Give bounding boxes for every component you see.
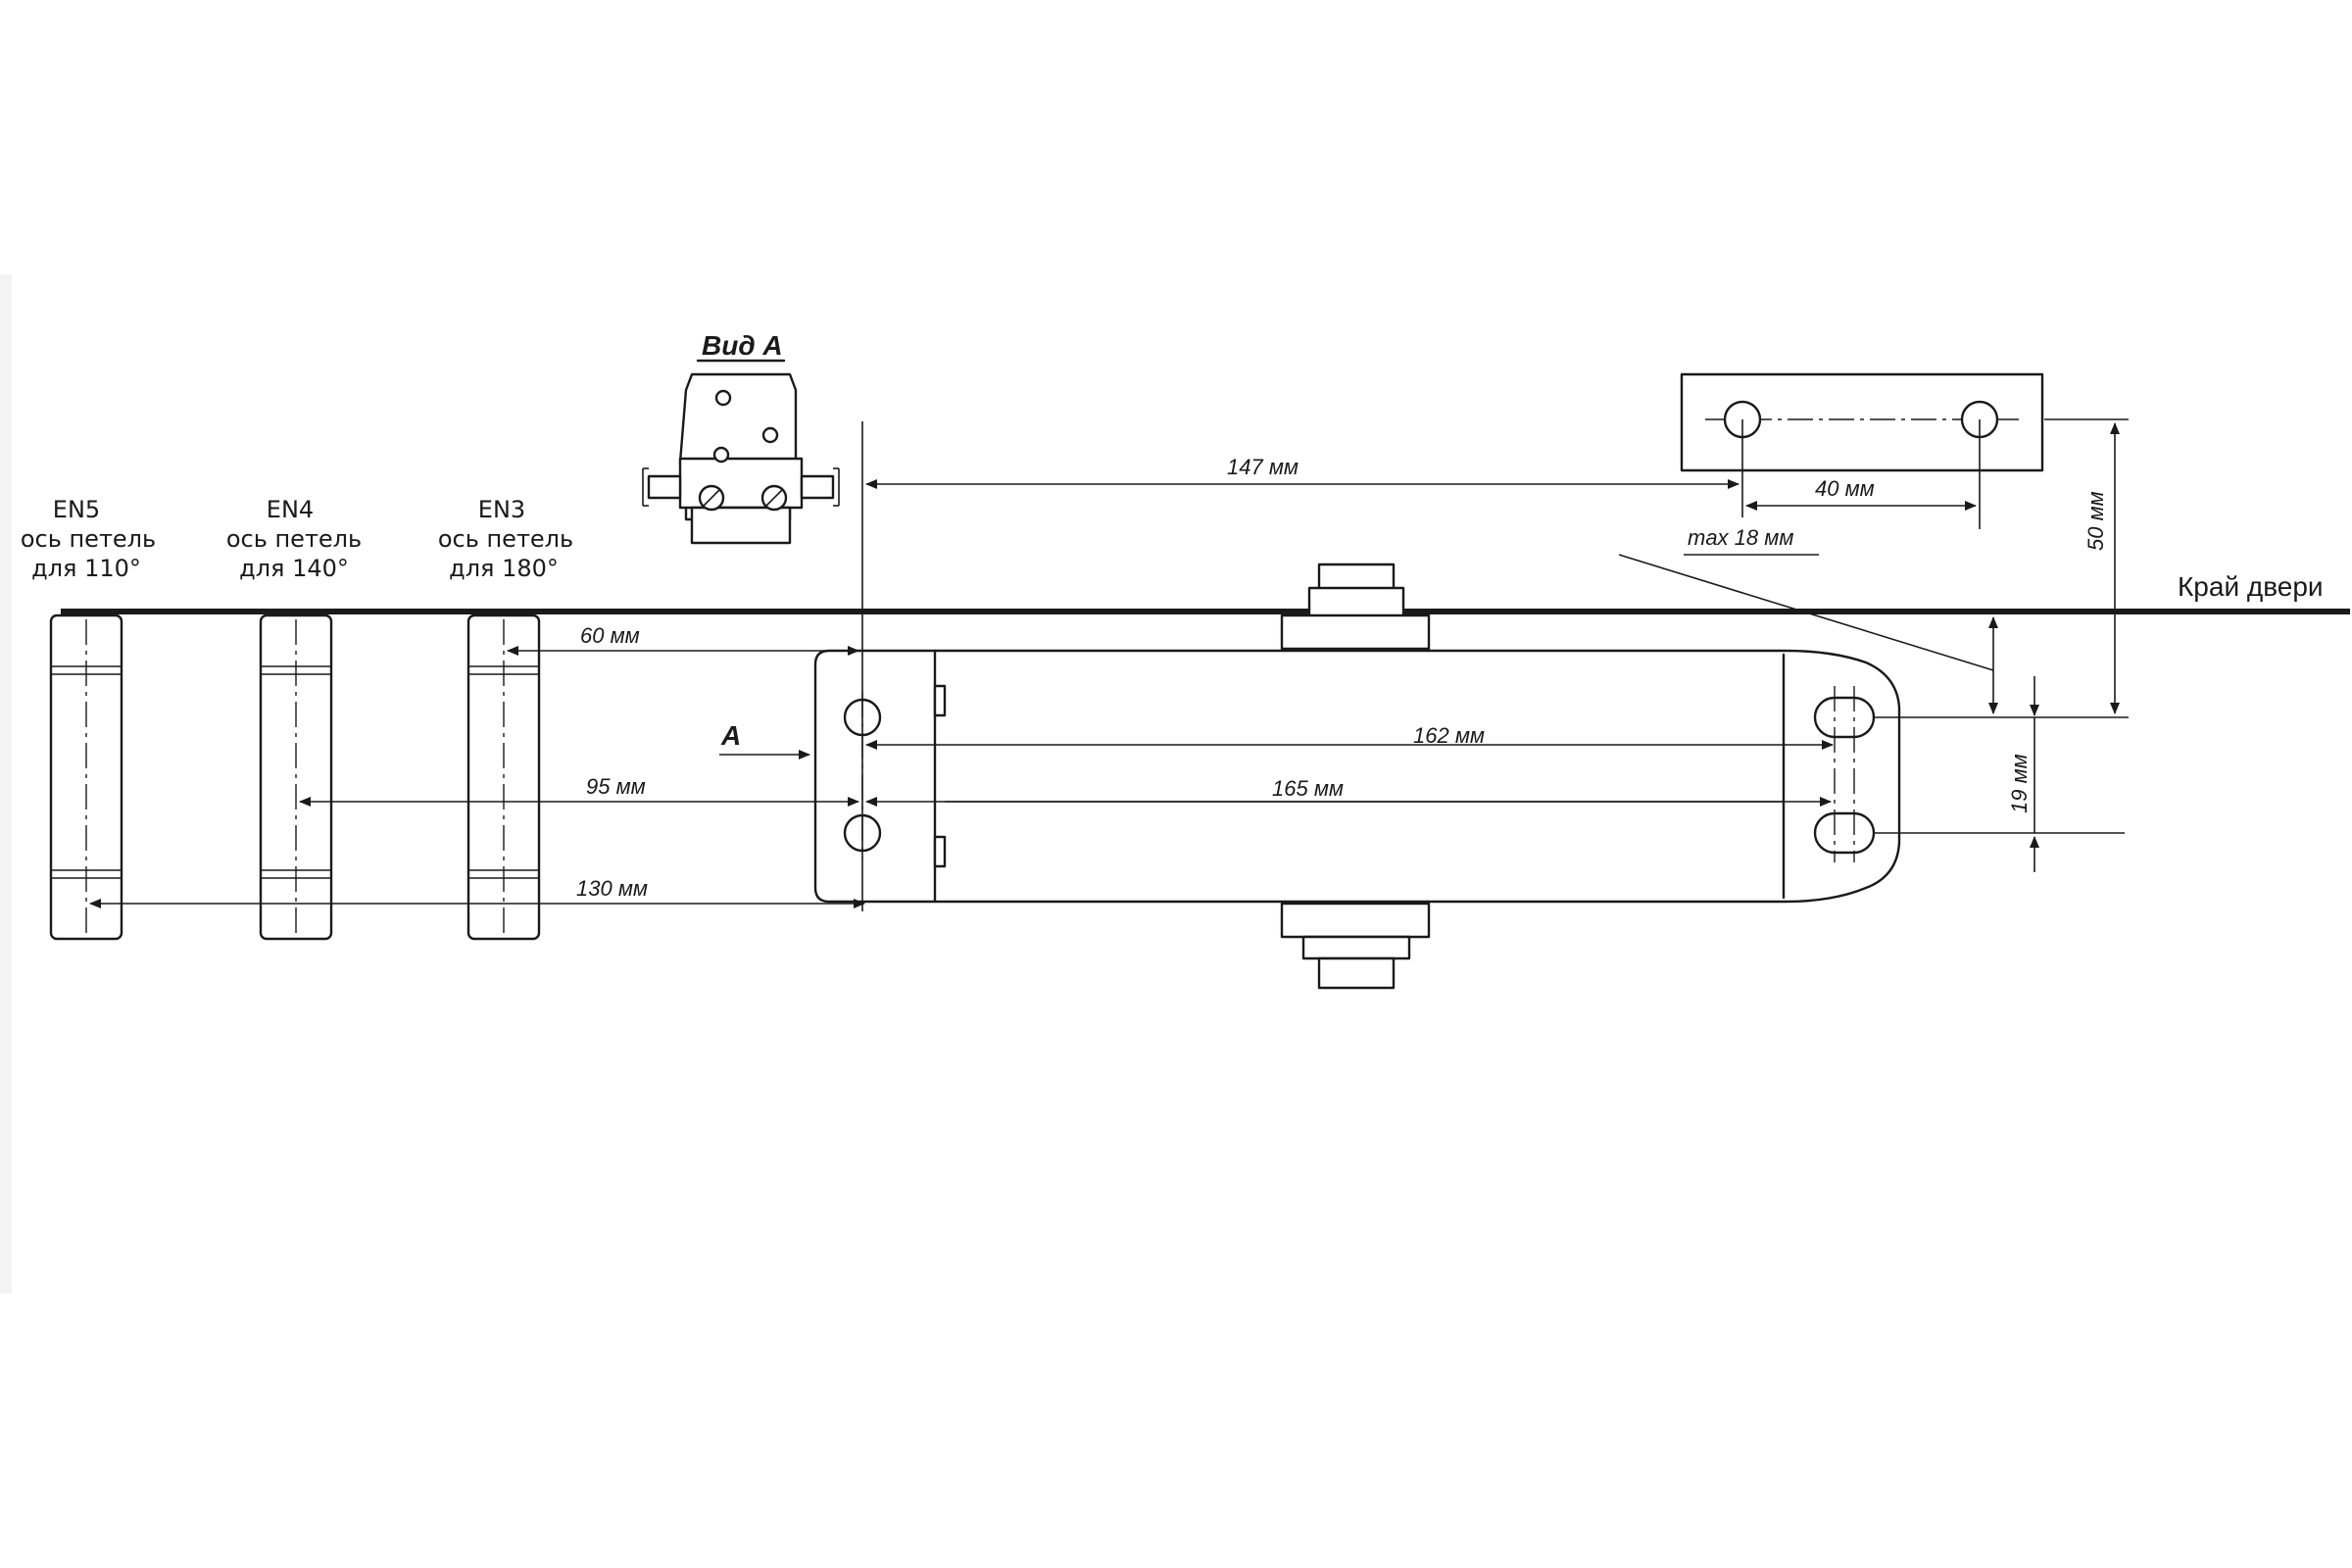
dim-130-label: 130 мм bbox=[576, 876, 648, 901]
hinge-en4-angle-label: для 140° bbox=[239, 555, 349, 582]
hinge-en3-angle-label: для 180° bbox=[449, 555, 559, 582]
hinge-en5-angle-label: для 110° bbox=[31, 555, 141, 582]
dim-50-label: 50 мм bbox=[2083, 491, 2108, 551]
hinge-en3: EN3 ось петель для 180° bbox=[438, 496, 573, 941]
hinge-en5-model: EN5 bbox=[53, 496, 100, 523]
view-a-end-view: Вид А bbox=[642, 330, 840, 545]
door-edge-label: Край двери bbox=[2178, 571, 2324, 602]
closer-housing bbox=[813, 649, 1901, 904]
dim-max18-label: max 18 мм bbox=[1688, 525, 1793, 550]
hinge-en4-model: EN4 bbox=[267, 496, 314, 523]
hinge-en5-axis-label: ось петель bbox=[21, 525, 156, 553]
dim-165-label: 165 мм bbox=[1272, 776, 1344, 801]
dim-147-label: 147 мм bbox=[1227, 455, 1298, 479]
hinge-en5: EN5 ось петель для 110° bbox=[21, 496, 156, 941]
view-a-marker: A bbox=[720, 720, 741, 751]
dim-19-label: 19 мм bbox=[2007, 754, 2032, 813]
hinge-en3-model: EN3 bbox=[478, 496, 525, 523]
view-a-label: Вид А bbox=[702, 330, 783, 361]
hinge-en4: EN4 ось петель для 140° bbox=[226, 496, 362, 941]
closer-slot-lower-right bbox=[1813, 811, 1876, 855]
mounting-plate bbox=[1680, 372, 2044, 529]
left-margin-strip bbox=[0, 274, 12, 1294]
closer-slot-upper-right bbox=[1813, 696, 1876, 739]
dim-40-label: 40 мм bbox=[1815, 476, 1875, 501]
hinge-en3-axis-label: ось петель bbox=[438, 525, 573, 553]
hinge-en4-axis-label: ось петель bbox=[226, 525, 362, 553]
dim-95-label: 95 мм bbox=[586, 774, 646, 799]
dim-60-label: 60 мм bbox=[580, 623, 640, 648]
door-closer-body bbox=[813, 563, 1901, 990]
dim-162-label: 162 мм bbox=[1413, 723, 1485, 748]
